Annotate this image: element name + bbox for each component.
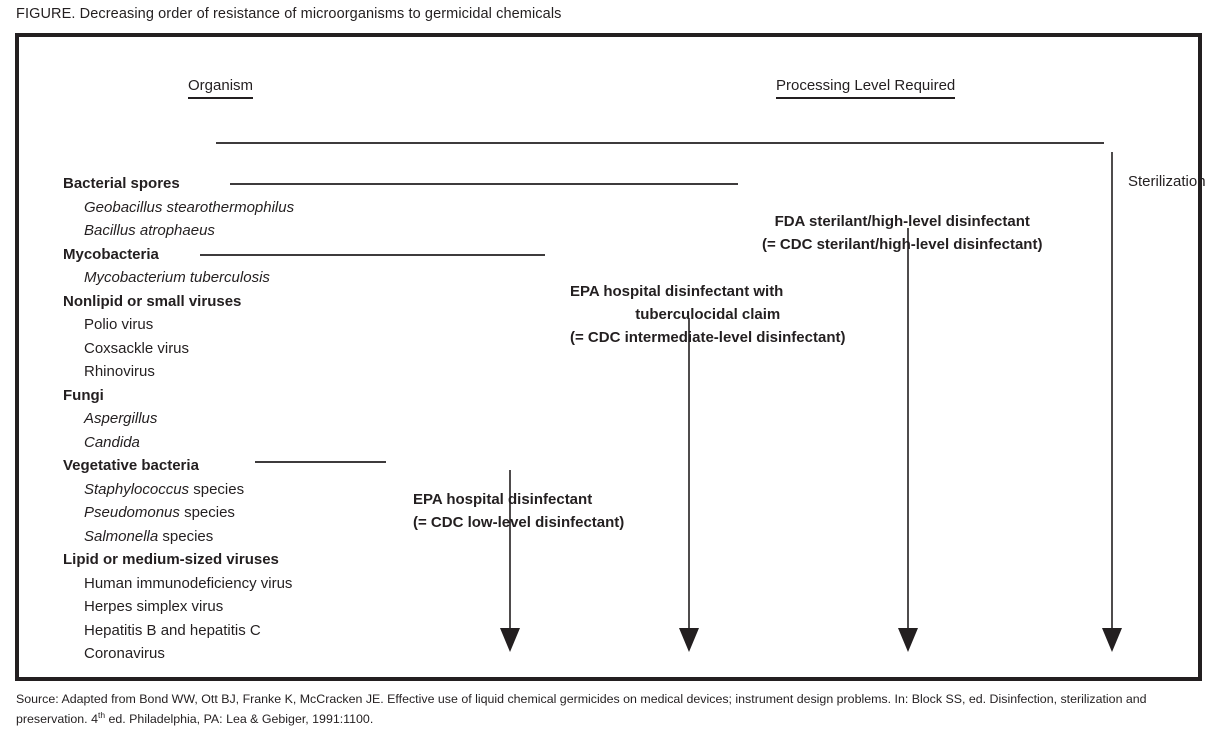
processing-label-sterilization: Sterilization: [1128, 173, 1206, 190]
epa-low-level-line-2: (= CDC low-level disinfectant): [413, 514, 625, 531]
epa-tuberculocidal-line-2: tuberculocidal claim: [635, 306, 781, 323]
organism-item: Bacillus atrophaeus: [84, 222, 215, 239]
epa-low-level-line-1: EPA hospital disinfectant: [413, 491, 593, 508]
organism-item: Rhinovirus: [84, 363, 155, 380]
organism-item: Staphylococcus species: [84, 480, 245, 498]
organism-item: Coronavirus: [84, 645, 165, 662]
organism-item: Pseudomonus species: [84, 504, 235, 521]
organism-item-suffix: species: [158, 527, 214, 545]
source-note-ordinal: th: [97, 709, 106, 720]
organism-group-heading: Vegetative bacteria: [63, 457, 199, 474]
epa-tuberculocidal-line-3: (= CDC intermediate-level disinfectant): [570, 329, 846, 346]
processing-label-epa-low-level: EPA hospital disinfectant (= CDC low-lev…: [413, 488, 624, 534]
column-header-organism: Organism: [188, 77, 254, 99]
organism-item: Salmonella species: [84, 527, 214, 545]
epa-tuberculocidal-line-1: EPA hospital disinfectant with: [570, 283, 784, 300]
organism-item: Polio virus: [84, 316, 154, 333]
source-note-suffix: ed. Philadelphia, PA: Lea & Gebiger, 199…: [105, 711, 374, 726]
organism-item-suffix: species: [179, 504, 235, 521]
fda-sterilant-line-2: (= CDC sterilant/high-level disinfectant…: [762, 236, 1043, 253]
organism-item: Mycobacterium tuberculosis: [84, 269, 270, 286]
source-note-prefix: Source: Adapted from Bond WW, Ott BJ, Fr…: [16, 692, 1147, 726]
organism-item: Geobacillus stearothermophilus: [84, 198, 295, 216]
organism-item-suffix: species: [189, 480, 245, 498]
figure-caption: FIGURE. Decreasing order of resistance o…: [16, 6, 562, 22]
processing-label-epa-tuberculocidal: EPA hospital disinfectant with tuberculo…: [570, 280, 845, 349]
organism-group-heading: Bacterial spores: [63, 175, 180, 192]
source-note: Source: Adapted from Bond WW, Ott BJ, Fr…: [16, 692, 1206, 727]
figure-frame: Organism Processing Level Required Bacte…: [15, 33, 1206, 681]
organism-item: Herpes simplex virus: [84, 598, 224, 615]
organism-group-heading: Fungi: [63, 386, 104, 404]
organism-item: Aspergillus: [84, 410, 158, 427]
column-header-processing-level: Processing Level Required: [776, 77, 956, 99]
organism-group-heading: Lipid or medium-sized viruses: [63, 551, 279, 568]
organism-item: Human immunodeficiency virus: [84, 574, 293, 592]
organism-group-heading: Mycobacteria: [63, 245, 159, 263]
processing-label-fda-sterilant: FDA sterilant/high-level disinfectant (=…: [762, 210, 1042, 256]
organism-item: Coxsackle virus: [84, 339, 190, 357]
fda-sterilant-line-1: FDA sterilant/high-level disinfectant: [774, 213, 1030, 230]
organism-item: Candida: [84, 433, 140, 451]
organism-item: Hepatitis B and hepatitis C: [84, 621, 261, 639]
organism-group-heading: Nonlipid or small viruses: [63, 292, 242, 310]
